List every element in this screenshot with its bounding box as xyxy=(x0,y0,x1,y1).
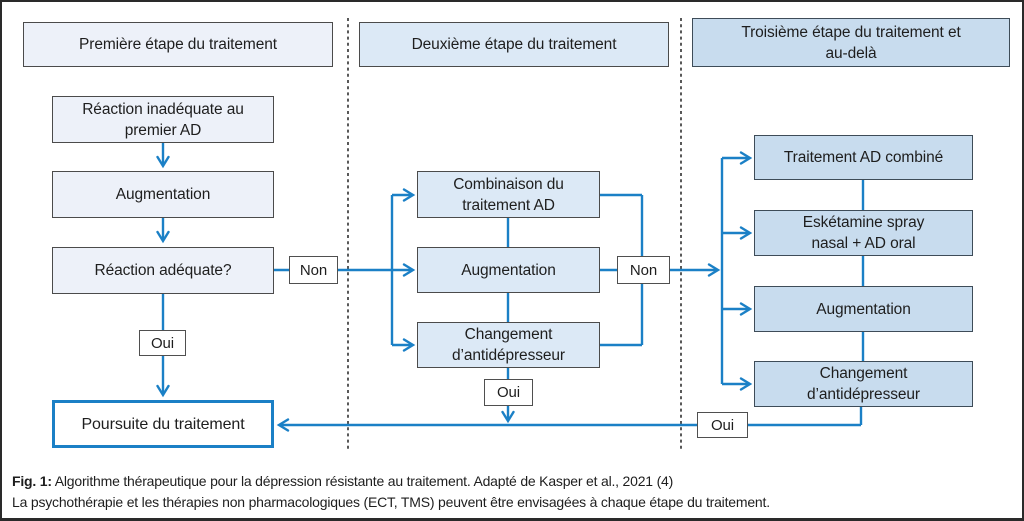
label-non-1: Non xyxy=(289,256,338,284)
column-header-3: Troisième étape du traitement et au-delà xyxy=(692,18,1010,67)
node-switch-antidepressant-3: Changement d’antidépresseur xyxy=(754,361,973,407)
node-esketamine-spray: Eskétamine spray nasal + AD oral xyxy=(754,210,973,256)
caption-line-1: Fig. 1: Algorithme thérapeutique pour la… xyxy=(12,471,1016,492)
figure-caption: Fig. 1: Algorithme thérapeutique pour la… xyxy=(12,471,1016,512)
node-ad-combination: Combinaison du traitement AD xyxy=(417,171,600,218)
label-oui-2: Oui xyxy=(484,379,533,406)
node-combined-ad-treatment: Traitement AD combiné xyxy=(754,135,973,180)
label-non-2: Non xyxy=(617,256,670,284)
label-oui-1: Oui xyxy=(139,330,186,356)
node-switch-antidepressant-2: Changement d’antidépresseur xyxy=(417,322,600,368)
label-oui-3: Oui xyxy=(697,412,748,438)
figure-number-label: Fig. 1: xyxy=(12,473,52,489)
column-dividers xyxy=(347,18,682,450)
node-augmentation-1: Augmentation xyxy=(52,171,274,218)
node-augmentation-2: Augmentation xyxy=(417,247,600,293)
flow-arrows-column-3 xyxy=(276,151,865,432)
node-adequate-response-question: Réaction adéquate? xyxy=(52,247,274,294)
column-header-1: Première étape du traitement xyxy=(23,22,333,67)
node-continue-treatment: Poursuite du traitement xyxy=(52,400,274,448)
caption-line-2: La psychothérapie et les thérapies non p… xyxy=(12,493,770,510)
node-augmentation-3: Augmentation xyxy=(754,286,973,332)
caption-text-1: Algorithme thérapeutique pour la dépress… xyxy=(54,473,674,489)
column-header-2: Deuxième étape du traitement xyxy=(359,22,669,67)
flow-arrows-column-2 xyxy=(390,188,721,424)
node-inadequate-response: Réaction inadéquate au premier AD xyxy=(52,96,274,143)
